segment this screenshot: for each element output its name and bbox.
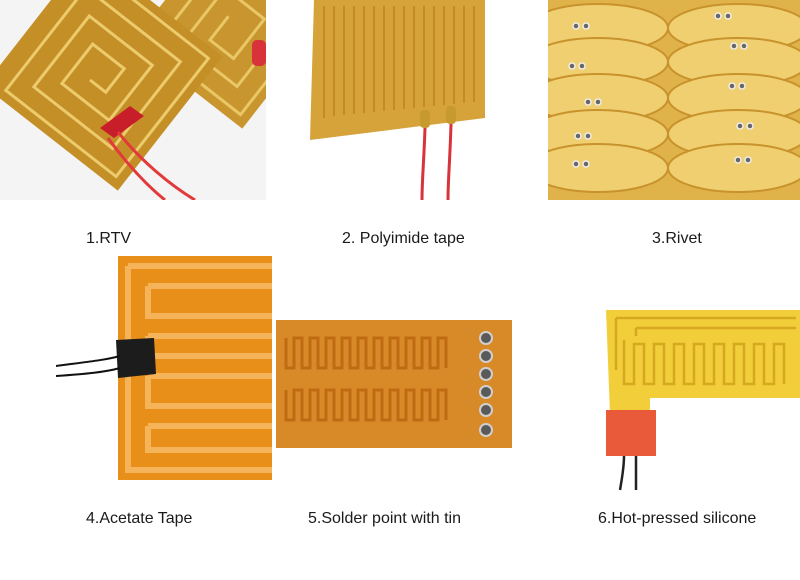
photo-solder-point-heater xyxy=(276,318,512,450)
caption-acetate-tape: 4.Acetate Tape xyxy=(86,510,193,527)
photo-acetate-tape-heater xyxy=(56,256,272,480)
caption-rivet: 3.Rivet xyxy=(652,230,702,247)
photo-rivet-heaters xyxy=(548,0,800,200)
photo-rtv-heater xyxy=(0,0,266,200)
caption-hot-pressed-silicone: 6.Hot-pressed silicone xyxy=(598,510,757,527)
caption-rtv: 1.RTV xyxy=(86,230,132,247)
caption-solder-point: 5.Solder point with tin xyxy=(308,510,461,527)
caption-polyimide-tape: 2. Polyimide tape xyxy=(342,230,465,247)
photo-hot-pressed-silicone-heater xyxy=(606,310,800,492)
photo-polyimide-tape-heater xyxy=(300,0,485,200)
